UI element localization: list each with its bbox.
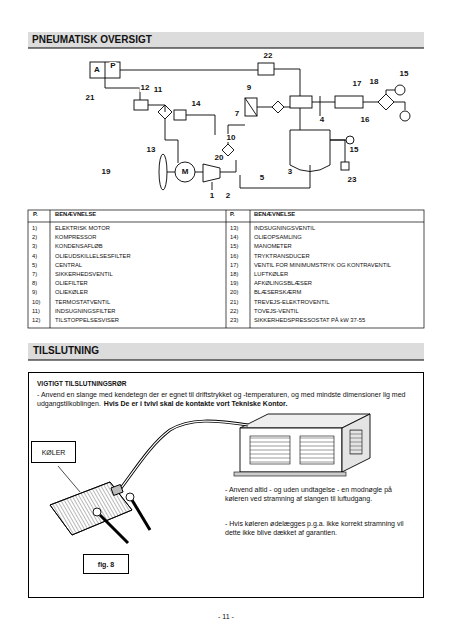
page-number: - 11 - xyxy=(217,613,235,620)
label-box: KØLER xyxy=(31,441,76,463)
table-header: BENÆVNELSE xyxy=(54,212,97,218)
table-cell: 18) xyxy=(229,272,239,278)
table-cell: BLÆSERSKÆRM xyxy=(253,290,302,296)
callout-number: 3 xyxy=(287,168,293,176)
box-label: KØLER xyxy=(42,449,66,456)
table-cell: INDSUGNINGSVENTIL xyxy=(253,226,316,232)
table-cell: KONDENSAFLØB xyxy=(54,244,104,250)
table-cell: 13) xyxy=(229,226,239,232)
text-block: - Hvis køleren ødelægges p.g.a. ikke kor… xyxy=(225,519,411,537)
callout-number: 2 xyxy=(225,192,231,200)
callout-number: 11 xyxy=(153,86,163,94)
parts-table xyxy=(28,210,424,328)
table-cell: 22) xyxy=(229,309,239,315)
figure-label-box: fig. 8 xyxy=(83,554,129,574)
table-cell: 19) xyxy=(229,281,239,287)
note-text: - Anvend altid - og uden undtagelse - en… xyxy=(225,486,392,502)
table-cell: SIKKERHEDSVENTIL xyxy=(54,272,114,278)
table-cell: MANOMETER xyxy=(253,244,293,250)
table-cell: CENTRAL xyxy=(54,263,83,269)
table-cell: TOVEJS-VENTIL xyxy=(253,309,300,315)
text-block: VIGTIGT TILSLUTNINGSRØR xyxy=(37,380,417,388)
table-cell: 12) xyxy=(31,318,41,324)
table-cell: 11) xyxy=(31,309,41,315)
callout-number: 16 xyxy=(360,116,371,124)
callout-number: 14 xyxy=(191,100,202,108)
table-cell: 15) xyxy=(229,244,239,250)
table-cell: 4) xyxy=(31,254,38,260)
note-text: - Hvis køleren ødelægges p.g.a. ikke kor… xyxy=(225,520,404,536)
table-cell: TILSTOPPELSESVISER xyxy=(54,318,120,324)
table-cell: 23) xyxy=(229,318,239,324)
text-block: - Anvend altid - og uden undtagelse - en… xyxy=(225,485,411,503)
table-cell: OLIEUDSKILLELSESFILTER xyxy=(54,254,132,260)
callout-number: P xyxy=(109,62,116,70)
table-cell: OLIEOPSAMLING xyxy=(253,235,303,241)
callout-number: A xyxy=(93,66,101,74)
callout-number: 7 xyxy=(234,110,240,118)
table-cell: 5) xyxy=(31,263,38,269)
table-cell: 21) xyxy=(229,300,239,306)
compressor-illustration xyxy=(234,414,370,476)
table-cell: 10) xyxy=(31,300,41,306)
callout-number: 15 xyxy=(349,146,360,154)
table-cell: TREVEJS-ELEKTROVENTIL xyxy=(253,300,330,306)
table-cell: 8) xyxy=(31,281,38,287)
table-cell: 20) xyxy=(229,290,239,296)
table-cell: OLIEKØLER xyxy=(54,290,89,296)
table-cell: 1) xyxy=(31,226,38,232)
note-text: Hvis De er i tvivl skal de kontakte vort… xyxy=(104,400,288,407)
table-cell: LUFTKØLER xyxy=(253,272,289,278)
table-header: P. xyxy=(32,212,39,218)
callout-number: 23 xyxy=(347,176,358,184)
callout-number: 13 xyxy=(146,146,157,154)
heading-band xyxy=(28,343,424,360)
table-cell: 9) xyxy=(31,290,38,296)
callout-number: 12 xyxy=(140,84,151,92)
table-cell: 14) xyxy=(229,235,239,241)
table-cell: OLIEFILTER xyxy=(54,281,89,287)
table-cell: TRYKTRANSDUCER xyxy=(253,254,311,260)
heading-rule xyxy=(28,48,424,49)
heading-rule xyxy=(28,360,424,361)
callout-number: 4 xyxy=(319,116,325,124)
callout-number: 5 xyxy=(259,174,265,182)
pneumatic-schematic xyxy=(90,62,410,190)
note-frame: VIGTIGT TILSLUTNINGSRØR - Anvend en slang… xyxy=(28,372,424,598)
text-block: - Anvend en slange med kendetegn der er … xyxy=(37,390,417,408)
cooler-illustration xyxy=(50,421,248,543)
table-header: P. xyxy=(229,212,236,218)
callout-number: 21 xyxy=(85,94,96,102)
callout-number: 17 xyxy=(352,80,363,88)
callout-number: 1 xyxy=(209,192,215,200)
table-cell: TERMOSTATVENTIL xyxy=(54,300,111,306)
table-header: BENÆVNELSE xyxy=(253,212,296,218)
table-cell: ELEKTRISK MOTOR xyxy=(54,226,111,232)
callout-number: 10 xyxy=(226,134,237,142)
table-cell: AFKØLINGSBLÆSER xyxy=(253,281,313,287)
box-label: fig. 8 xyxy=(98,561,114,568)
callout-number: 19 xyxy=(101,168,112,176)
note-text: VIGTIGT TILSLUTNINGSRØR xyxy=(37,380,127,387)
table-cell: KOMPRESSOR xyxy=(54,235,98,241)
table-cell: SIKKERHEDSPRESSOSTAT PÅ kW 37-55 xyxy=(253,318,366,324)
table-cell: INDSUGNINGSFILTER xyxy=(54,309,116,315)
callout-number: 15 xyxy=(399,70,410,78)
callout-number: 22 xyxy=(263,52,274,60)
table-cell: VENTIL FOR MINIMUMSTRYK OG KONTRAVENTIL xyxy=(253,263,392,269)
table-cell: 7) xyxy=(31,272,38,278)
callout-number: 9 xyxy=(246,84,252,92)
callout-number: 18 xyxy=(369,78,380,86)
section-heading: PNEUMATISK OVERSIGT xyxy=(32,34,152,45)
table-cell: 3) xyxy=(31,244,38,250)
section-heading: TILSLUTNING xyxy=(32,346,100,356)
table-cell: 17) xyxy=(229,263,239,269)
table-cell: 16) xyxy=(229,254,239,260)
callout-number: M xyxy=(181,168,190,176)
table-cell: 2) xyxy=(31,235,38,241)
heading-band xyxy=(28,32,424,48)
callout-number: 20 xyxy=(214,154,225,162)
